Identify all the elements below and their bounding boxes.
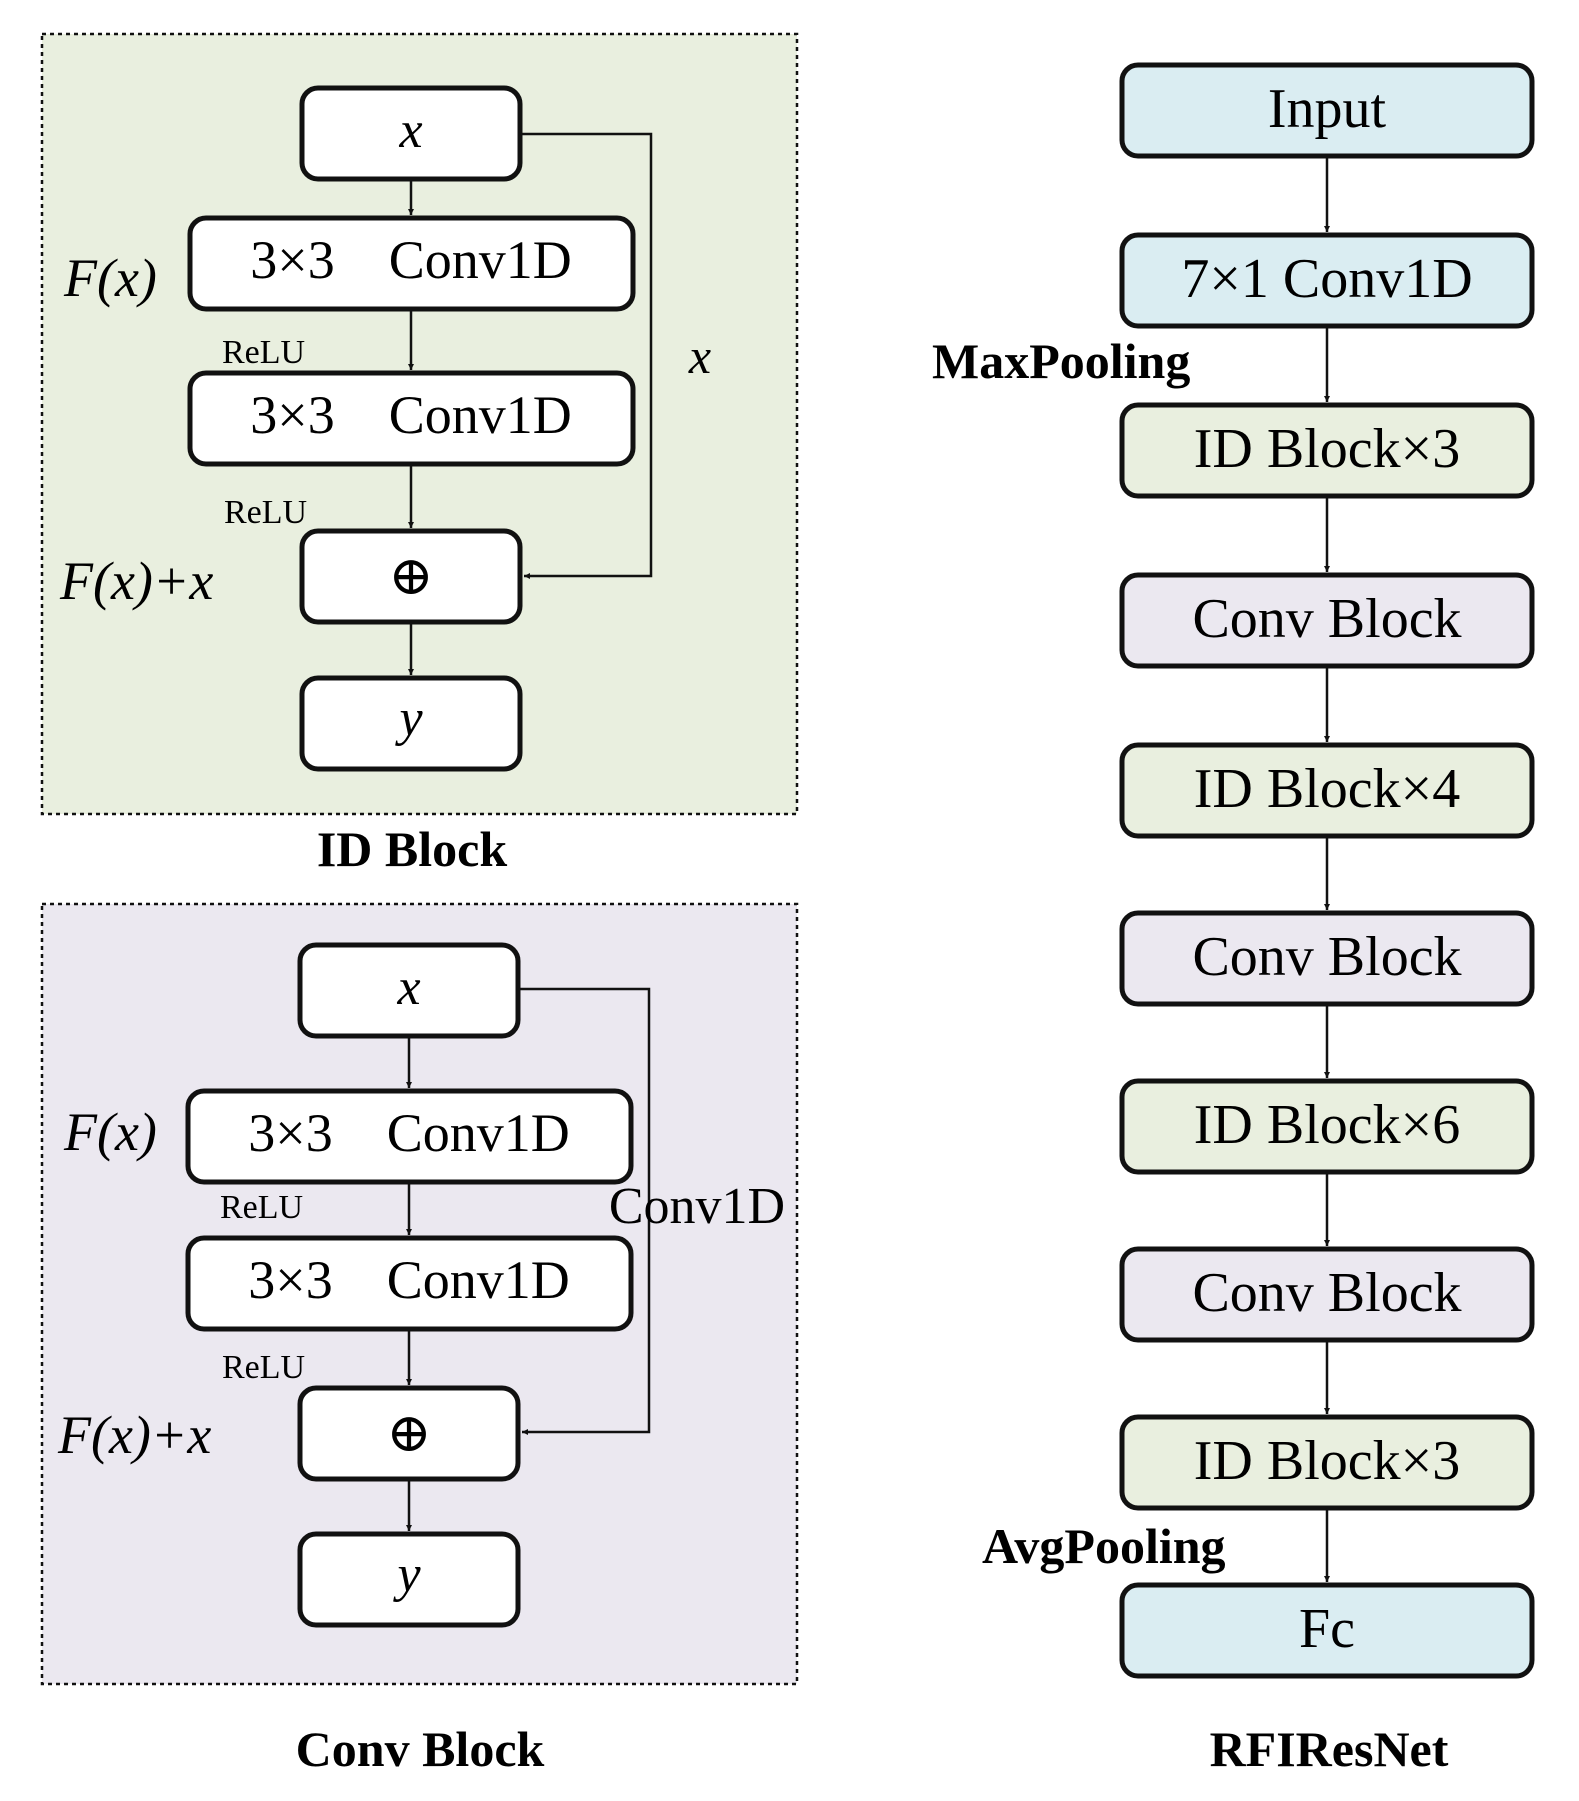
rfiresnet-node-box-8 [1119,1246,1535,1343]
id-shortcut-line [522,132,653,579]
id-conv1-text: 3×3 Conv1D [250,230,571,290]
rfiresnet-node-box-3 [1119,402,1535,499]
rfiresnet-node-box-5 [1119,742,1535,839]
rfiresnet-node-label-5: ID Block×4 [1194,758,1460,820]
id-conv1-box [187,215,636,312]
id-fx-label: F(x) [63,248,157,308]
id-shortcut-label: x [688,328,711,384]
conv-output-box [297,1531,521,1628]
rfiresnet-node-box-1 [1119,62,1535,159]
conv-block-panel: x 3×3 Conv1D 3×3 Conv1D ⊕ y Conv1D F(x) … [40,902,799,1686]
rfiresnet-node-label-9: ID Block×3 [1194,1430,1460,1492]
id-relu1-label: ReLU [222,334,305,371]
conv-block-title: Conv Block [296,1721,545,1777]
conv-shortcut-label: Conv1D [609,1178,785,1235]
conv-input-box [297,942,521,1039]
avgpooling-label: AvgPooling [982,1518,1226,1574]
rfiresnet-node-box-2 [1119,232,1535,329]
id-input-text: x [398,102,422,159]
rfiresnet-node-label-3: ID Block×3 [1194,418,1460,480]
rfiresnet-node-box-9 [1119,1414,1535,1511]
id-input-box [299,85,523,182]
id-conv2-text: 3×3 Conv1D [250,385,571,445]
conv-conv2-text: 3×3 Conv1D [248,1250,569,1310]
id-sum-label: F(x)+x [59,551,213,611]
id-conv2-box [187,370,636,467]
rfiresnet-node-label-8: Conv Block [1192,1262,1461,1324]
maxpooling-label: MaxPooling [932,333,1190,389]
conv-sum-label: F(x)+x [57,1405,211,1465]
conv-shortcut-line [520,987,651,1435]
id-add-symbol: ⊕ [388,546,433,606]
conv-conv2-box [185,1235,634,1332]
rfiresnet-node-label-2: 7×1 Conv1D [1181,248,1472,310]
rfiresnet-node-label-4: Conv Block [1192,588,1461,650]
conv-fx-label: F(x) [63,1102,157,1162]
conv-conv1-box [185,1088,634,1185]
id-relu2-label: ReLU [224,494,307,531]
rfiresnet-node-label-10: Fc [1299,1598,1355,1660]
conv-relu2-label: ReLU [222,1349,305,1386]
rfiresnet-node-label-6: Conv Block [1192,926,1461,988]
rfiresnet-node-box-7 [1119,1078,1535,1175]
rfiresnet-node-box-6 [1119,910,1535,1007]
rfiresnet-title: RFIResNet [1210,1721,1449,1777]
conv-relu1-label: ReLU [220,1189,303,1226]
id-block-panel: x 3×3 Conv1D 3×3 Conv1D ⊕ y x F(x) ReLU … [40,32,799,816]
conv-add-box [297,1385,521,1482]
conv-add-symbol: ⊕ [386,1403,431,1463]
id-block-title: ID Block [317,821,508,877]
rfiresnet-node-box-10 [1119,1582,1535,1679]
id-add-box [299,528,523,625]
conv-output-text: y [392,1546,421,1603]
conv-input-text: x [396,959,420,1016]
rfiresnet-node-box-4 [1119,572,1535,669]
conv-conv1-text: 3×3 Conv1D [248,1103,569,1163]
rfiresnet-node-label-7: ID Block×6 [1194,1094,1460,1156]
rfiresnet-node-label-1: Input [1268,78,1387,140]
id-output-box [299,675,523,772]
id-output-text: y [394,690,423,747]
